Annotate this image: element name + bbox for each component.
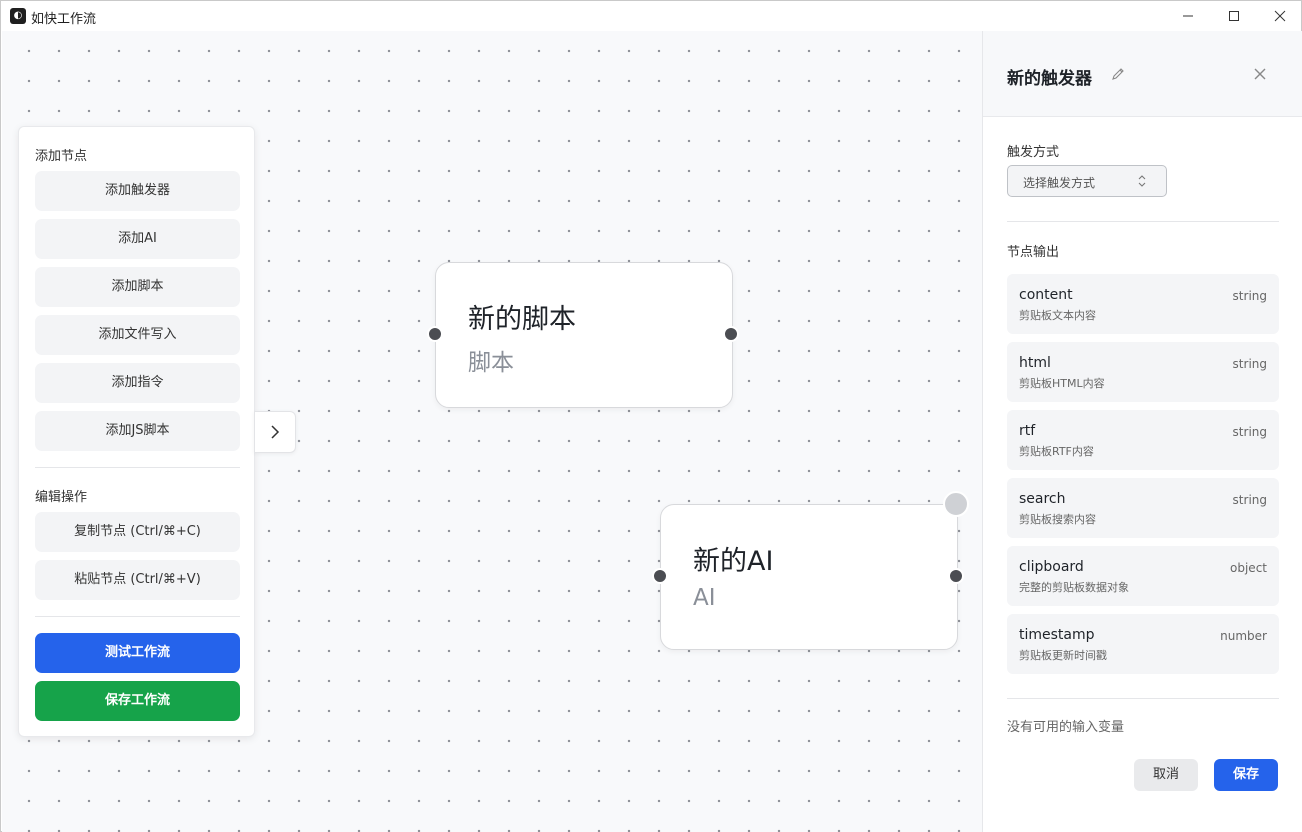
output-port[interactable] [948, 568, 964, 584]
save-button[interactable]: 保存 [1214, 759, 1278, 791]
output-item[interactable]: search 剪贴板搜索内容 string [1007, 478, 1279, 538]
add-ai-button[interactable]: 添加AI [35, 219, 240, 259]
output-name: rtf [1019, 423, 1036, 439]
output-name: clipboard [1019, 559, 1084, 575]
pencil-icon [1112, 68, 1124, 80]
close-panel-button[interactable] [1253, 66, 1267, 85]
save-workflow-button[interactable]: 保存工作流 [35, 681, 240, 721]
node-output-label: 节点输出 [1007, 245, 1060, 260]
edit-actions-title: 编辑操作 [35, 490, 88, 505]
maximize-icon [1229, 11, 1239, 21]
node-name-title: 新的触发器 [1007, 69, 1092, 89]
trigger-type-placeholder: 选择触发方式 [1023, 176, 1096, 190]
minimize-icon [1183, 15, 1193, 17]
output-item[interactable]: timestamp 剪贴板更新时间戳 number [1007, 614, 1279, 674]
output-name: content [1019, 287, 1073, 303]
chevron-right-icon [271, 425, 280, 439]
panel-divider [35, 467, 240, 468]
node-title: 新的AI [693, 546, 774, 577]
output-desc: 剪贴板文本内容 [1019, 309, 1096, 322]
output-item[interactable]: content 剪贴板文本内容 string [1007, 274, 1279, 334]
trigger-type-select[interactable]: 选择触发方式 [1007, 165, 1167, 197]
paste-node-button[interactable]: 粘贴节点 (Ctrl/⌘+V) [35, 560, 240, 600]
output-desc: 剪贴板RTF内容 [1019, 445, 1094, 458]
add-js-script-button[interactable]: 添加JS脚本 [35, 411, 240, 451]
collapse-panel-button[interactable] [254, 411, 296, 453]
window-title: 如快工作流 [31, 12, 97, 27]
select-arrows-icon [1138, 175, 1146, 187]
close-window-button[interactable] [1257, 1, 1302, 31]
add-nodes-title: 添加节点 [35, 149, 88, 164]
close-icon [1254, 68, 1266, 80]
input-port[interactable] [652, 568, 668, 584]
output-name: timestamp [1019, 627, 1095, 643]
output-type: number [1220, 629, 1267, 643]
minimize-button[interactable] [1165, 1, 1211, 31]
output-port[interactable] [723, 326, 739, 342]
output-type: string [1232, 289, 1267, 303]
node-properties-panel: 新的触发器 触发方式 选择触发方式 节点输出 content 剪贴板文本内 [982, 31, 1302, 832]
output-desc: 剪贴板更新时间戳 [1019, 649, 1107, 662]
title-bar: ◐ 如快工作流 [1, 1, 1301, 31]
maximize-button[interactable] [1211, 1, 1257, 31]
output-type: object [1230, 561, 1267, 575]
output-desc: 剪贴板HTML内容 [1019, 377, 1105, 390]
add-trigger-button[interactable]: 添加触发器 [35, 171, 240, 211]
output-desc: 剪贴板搜索内容 [1019, 513, 1096, 526]
panel-divider [1007, 698, 1279, 699]
node-handle[interactable] [943, 491, 969, 517]
trigger-type-label: 触发方式 [1007, 145, 1060, 160]
add-file-write-button[interactable]: 添加文件写入 [35, 315, 240, 355]
output-type: string [1232, 357, 1267, 371]
panel-divider [35, 616, 240, 617]
output-item[interactable]: clipboard 完整的剪贴板数据对象 object [1007, 546, 1279, 606]
output-item[interactable]: html 剪贴板HTML内容 string [1007, 342, 1279, 402]
close-icon [1274, 10, 1286, 22]
test-workflow-button[interactable]: 测试工作流 [35, 633, 240, 673]
copy-node-button[interactable]: 复制节点 (Ctrl/⌘+C) [35, 512, 240, 552]
no-input-variables-text: 没有可用的输入变量 [1007, 720, 1125, 735]
cancel-button[interactable]: 取消 [1134, 759, 1198, 791]
node-title: 新的脚本 [468, 304, 576, 335]
output-type: string [1232, 425, 1267, 439]
node-toolbox-panel: 添加节点 添加触发器 添加AI 添加脚本 添加文件写入 添加指令 添加JS脚本 … [18, 126, 255, 737]
input-port[interactable] [427, 326, 443, 342]
node-type: 脚本 [468, 350, 514, 376]
workflow-node-ai[interactable]: 新的AI AI [660, 504, 958, 650]
output-item[interactable]: rtf 剪贴板RTF内容 string [1007, 410, 1279, 470]
output-type: string [1232, 493, 1267, 507]
output-name: html [1019, 355, 1051, 371]
panel-header: 新的触发器 [983, 31, 1302, 117]
add-script-button[interactable]: 添加脚本 [35, 267, 240, 307]
output-name: search [1019, 491, 1066, 507]
edit-name-button[interactable] [1111, 66, 1125, 85]
panel-divider [1007, 221, 1279, 222]
add-command-button[interactable]: 添加指令 [35, 363, 240, 403]
workflow-node-script[interactable]: 新的脚本 脚本 [435, 262, 733, 408]
node-type: AI [693, 585, 716, 611]
output-desc: 完整的剪贴板数据对象 [1019, 581, 1129, 594]
app-logo-icon: ◐ [10, 8, 26, 24]
